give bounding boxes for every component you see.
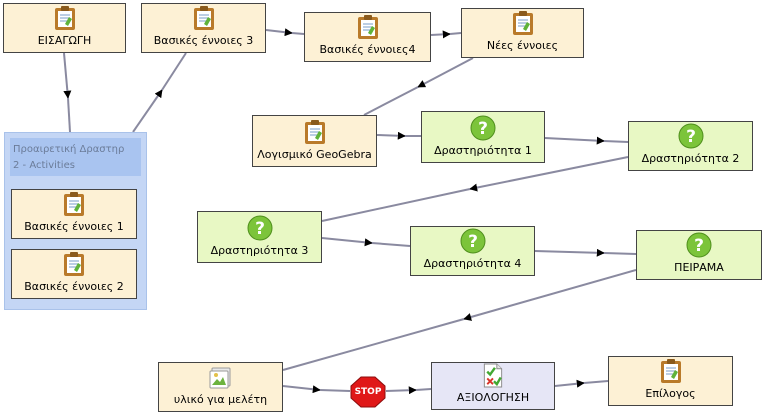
edge-group-vasikes3 <box>132 89 163 133</box>
edge-drast2-drast3 <box>469 156 629 192</box>
node-vasikes-2[interactable]: Βασικές έννοιες 2 <box>11 249 137 299</box>
node-eisagogi[interactable]: ΕΙΣΑΓΩΓΗ <box>3 3 126 53</box>
edge-vasikes4-nees <box>430 30 451 39</box>
node-vasikes-1[interactable]: Βασικές έννοιες 1 <box>11 189 137 239</box>
clipboard-icon <box>54 6 75 30</box>
clipboard-icon <box>512 11 533 35</box>
stop-label: STOP <box>354 387 382 397</box>
clipboard-icon <box>64 192 84 216</box>
edge-stop-axiologisi <box>385 386 417 395</box>
node-label: υλικό για μελέτη <box>173 393 268 406</box>
clipboard-icon <box>64 252 84 276</box>
node-label: Βασικές έννοιες 2 <box>24 280 124 293</box>
stop-sign[interactable]: STOP <box>350 376 386 408</box>
clipboard-icon <box>193 6 214 30</box>
image-resource-icon <box>209 367 230 389</box>
edge-peirama-yliko <box>463 269 637 321</box>
node-geogebra[interactable]: Λογισμικό GeoGebra <box>252 115 377 167</box>
node-label: Δραστηριότητα 3 <box>210 244 309 257</box>
edge-drast1-drast2 <box>544 136 605 145</box>
node-label: Δραστηριότητα 1 <box>434 144 532 157</box>
clipboard-icon <box>304 120 325 144</box>
svg-text:?: ? <box>255 219 265 239</box>
node-yliko-meleti[interactable]: υλικό για μελέτη <box>158 362 283 412</box>
node-label: Νέες έννοιες <box>486 39 559 52</box>
node-label: ΑΞΙΟΛΟΓΗΣΗ <box>456 391 530 404</box>
node-nees-ennoies[interactable]: Νέες έννοιες <box>461 8 584 58</box>
node-label: Επίλογος <box>645 387 696 400</box>
question-icon: ? <box>678 123 703 149</box>
node-label: Δραστηριότητα 4 <box>423 257 522 270</box>
node-label: Βασικές έννοιες 1 <box>24 220 124 233</box>
assessment-icon <box>483 363 503 388</box>
node-epilogos[interactable]: Επίλογος <box>608 356 733 406</box>
edge-vasikes3-vasikes4 <box>265 28 293 37</box>
edge-drast4-peirama <box>534 248 605 257</box>
svg-text:?: ? <box>468 232 478 252</box>
edge-eisagogi-group <box>63 52 72 99</box>
svg-text:?: ? <box>686 127 696 147</box>
node-vasikes-3[interactable]: Βασικές έννοιες 3 <box>141 3 266 53</box>
node-label: Βασικές έννοιες4 <box>319 43 416 56</box>
svg-text:?: ? <box>694 236 704 256</box>
node-vasikes-4[interactable]: Βασικές έννοιες4 <box>304 12 431 62</box>
node-label: Βασικές έννοιες 3 <box>153 34 254 47</box>
edge-axiologisi-epilogos <box>554 379 585 388</box>
edge-drast3-drast4 <box>321 237 373 247</box>
group-header: Προαιρετική Δραστηρ 2 - Activities <box>10 138 141 176</box>
node-label: ΕΙΣΑΓΩΓΗ <box>37 34 92 47</box>
question-icon: ? <box>686 232 712 258</box>
stop-sign-icon <box>350 376 386 408</box>
question-icon: ? <box>247 215 272 241</box>
node-drastiriotita-1[interactable]: ? Δραστηριότητα 1 <box>421 111 545 163</box>
node-label: ΠΕΙΡΑΜΑ <box>674 261 724 274</box>
group-subtitle: 2 - Activities <box>13 160 75 171</box>
node-label: Λογισμικό GeoGebra <box>257 148 372 161</box>
node-axiologisi[interactable]: ΑΞΙΟΛΟΓΗΣΗ <box>431 362 555 410</box>
edge-yliko-stop <box>282 385 321 394</box>
node-drastiriotita-3[interactable]: ? Δραστηριότητα 3 <box>197 211 322 263</box>
node-drastiriotita-4[interactable]: ? Δραστηριότητα 4 <box>410 226 535 276</box>
node-peirama[interactable]: ? ΠΕΙΡΑΜΑ <box>636 230 762 280</box>
clipboard-icon <box>660 359 681 383</box>
question-icon: ? <box>470 115 496 141</box>
svg-text:?: ? <box>478 119 488 139</box>
edge-geogebra-drast1 <box>376 131 406 140</box>
node-label: Δραστηριότητα 2 <box>641 152 740 165</box>
node-drastiriotita-2[interactable]: ? Δραστηριότητα 2 <box>628 121 753 171</box>
edge-nees-geogebra <box>417 57 474 88</box>
question-icon: ? <box>460 228 485 254</box>
group-title: Προαιρετική Δραστηρ <box>13 144 125 155</box>
clipboard-icon <box>357 15 378 39</box>
